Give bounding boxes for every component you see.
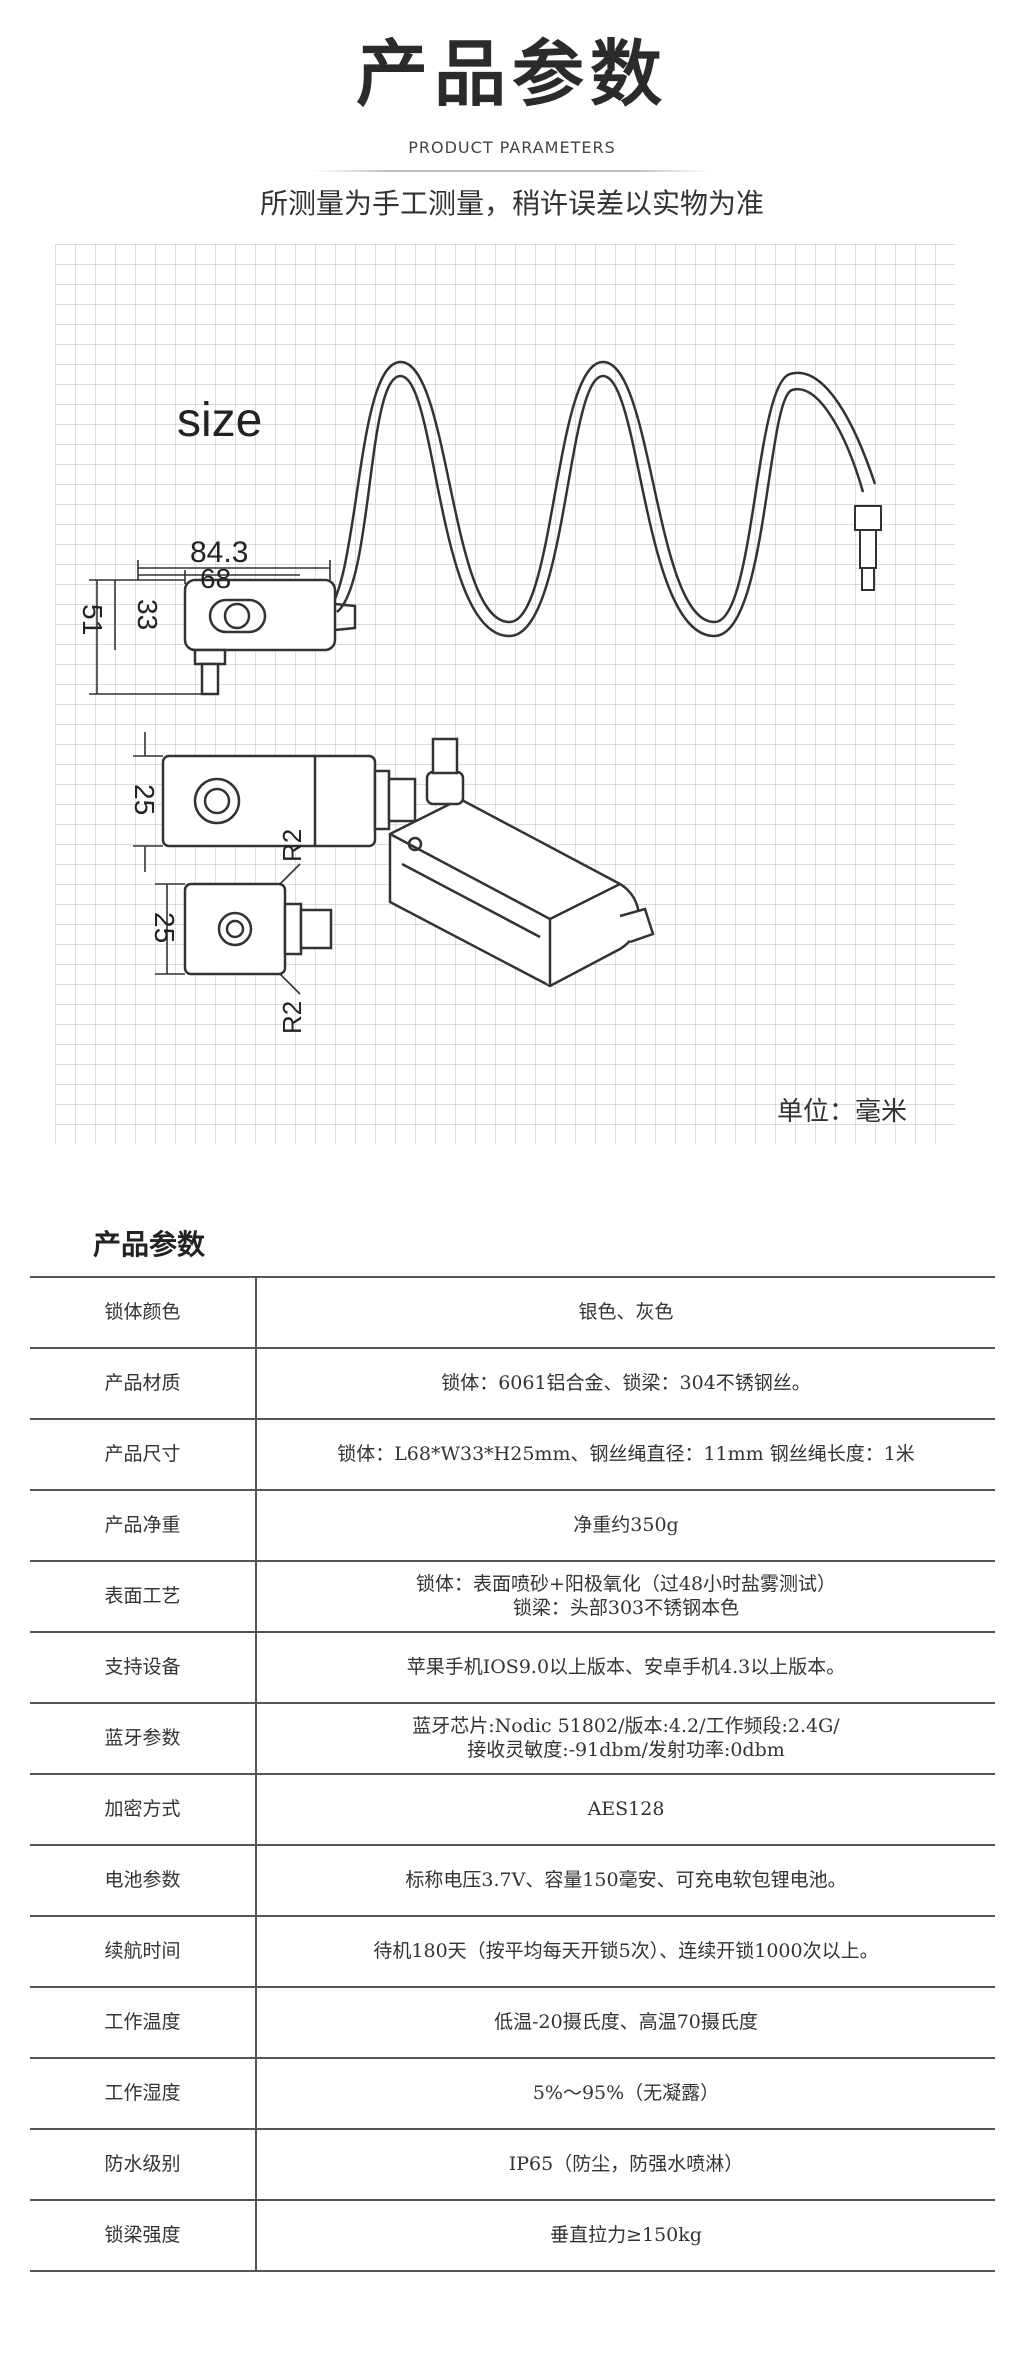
dim-length-total: 84.3	[190, 536, 248, 569]
param-label: 支持设备	[30, 1631, 257, 1704]
size-label: size	[177, 394, 262, 447]
param-label: 产品尺寸	[30, 1418, 257, 1491]
param-value-line: 蓝牙芯片:Nodic 51802/版本:4.2/工作频段:2.4G/	[412, 1714, 840, 1737]
param-label: 表面工艺	[30, 1560, 257, 1633]
param-value: 低温-20摄氏度、高温70摄氏度	[256, 1986, 995, 2059]
param-label: 锁梁强度	[30, 2199, 257, 2272]
dim-radius-top: R2	[277, 829, 307, 862]
param-value: IP65（防尘，防强水喷淋）	[256, 2128, 995, 2201]
param-label: 产品净重	[30, 1489, 257, 1562]
dimension-lines-top	[89, 560, 331, 695]
dim-width-25-side: 25	[149, 912, 180, 943]
param-label: 电池参数	[30, 1844, 257, 1917]
param-value-line: 锁体：表面喷砂+阳极氧化（过48小时盐雾测试）	[415, 1572, 837, 1595]
param-label: 产品材质	[30, 1347, 257, 1420]
param-label: 蓝牙参数	[30, 1702, 257, 1775]
param-value: 苹果手机IOS9.0以上版本、安卓手机4.3以上版本。	[256, 1631, 995, 1704]
param-value: 蓝牙芯片:Nodic 51802/版本:4.2/工作频段:2.4G/接收灵敏度:…	[256, 1702, 995, 1775]
dim-radius-bottom: R2	[277, 1001, 307, 1034]
lock-isometric-view	[388, 737, 655, 988]
param-value: 净重约350g	[256, 1489, 995, 1562]
param-label: 防水级别	[30, 2128, 257, 2201]
param-value: 标称电压3.7V、容量150毫安、可充电软包锂电池。	[256, 1844, 995, 1917]
table-row: 支持设备苹果手机IOS9.0以上版本、安卓手机4.3以上版本。	[30, 1631, 995, 1704]
param-value: 垂直拉力≥150kg	[256, 2199, 995, 2272]
table-row: 工作温度低温-20摄氏度、高温70摄氏度	[30, 1986, 995, 2059]
title-divider	[312, 170, 712, 172]
table-row: 表面工艺锁体：表面喷砂+阳极氧化（过48小时盐雾测试）锁梁：头部303不锈钢本色	[30, 1560, 995, 1633]
param-label: 续航时间	[30, 1915, 257, 1988]
page-subtitle: PRODUCT PARAMETERS	[408, 138, 616, 157]
param-value-line: 锁梁：头部303不锈钢本色	[512, 1596, 740, 1619]
param-value: AES128	[256, 1773, 995, 1846]
param-label: 工作温度	[30, 1986, 257, 2059]
cable-end-connector	[854, 505, 882, 591]
param-value-line: 接收灵敏度:-91dbm/发射功率:0dbm	[467, 1738, 785, 1761]
param-value: 锁体：6061铝合金、锁梁：304不锈钢丝。	[256, 1347, 995, 1420]
cable-coil	[322, 360, 877, 638]
params-table: 锁体颜色银色、灰色 产品材质锁体：6061铝合金、锁梁：304不锈钢丝。 产品尺…	[30, 1276, 995, 2272]
table-row: 产品净重净重约350g	[30, 1489, 995, 1562]
table-row: 产品尺寸锁体：L68*W33*H25mm、钢丝绳直径：11mm 钢丝绳长度：1米	[30, 1418, 995, 1491]
dimension-drawing: size 84.3 68 33 51	[55, 244, 955, 1144]
param-label: 锁体颜色	[30, 1276, 257, 1349]
param-label: 工作湿度	[30, 2057, 257, 2130]
lock-top-view	[183, 578, 357, 696]
table-row: 电池参数标称电压3.7V、容量150毫安、可充电软包锂电池。	[30, 1844, 995, 1917]
dim-length-body: 68	[200, 563, 231, 594]
table-row: 续航时间待机180天（按平均每天开锁5次）、连续开锁1000次以上。	[30, 1915, 995, 1988]
dim-height-33: 33	[132, 599, 163, 630]
dim-height-51: 51	[77, 604, 108, 635]
lock-front-view	[161, 754, 417, 848]
param-value: 锁体：表面喷砂+阳极氧化（过48小时盐雾测试）锁梁：头部303不锈钢本色	[256, 1560, 995, 1633]
table-row: 产品材质锁体：6061铝合金、锁梁：304不锈钢丝。	[30, 1347, 995, 1420]
lock-side-view	[183, 882, 333, 976]
unit-label: 单位：毫米	[777, 1097, 907, 1127]
measurement-note: 所测量为手工测量，稍许误差以实物为准	[259, 187, 764, 220]
page-title: 产品参数	[355, 32, 668, 116]
dimension-lines-front	[133, 732, 163, 872]
param-label: 加密方式	[30, 1773, 257, 1846]
param-value: 银色、灰色	[256, 1276, 995, 1349]
dim-width-25-front: 25	[129, 784, 160, 815]
param-value: 5%～95%（无凝露）	[256, 2057, 995, 2130]
dimension-lines-side	[155, 863, 301, 995]
param-value: 锁体：L68*W33*H25mm、钢丝绳直径：11mm 钢丝绳长度：1米	[256, 1418, 995, 1491]
param-value: 待机180天（按平均每天开锁5次）、连续开锁1000次以上。	[256, 1915, 995, 1988]
params-heading: 产品参数	[93, 1228, 206, 1261]
table-row: 蓝牙参数蓝牙芯片:Nodic 51802/版本:4.2/工作频段:2.4G/接收…	[30, 1702, 995, 1775]
table-row: 锁体颜色银色、灰色	[30, 1276, 995, 1349]
table-row: 锁梁强度垂直拉力≥150kg	[30, 2199, 995, 2272]
